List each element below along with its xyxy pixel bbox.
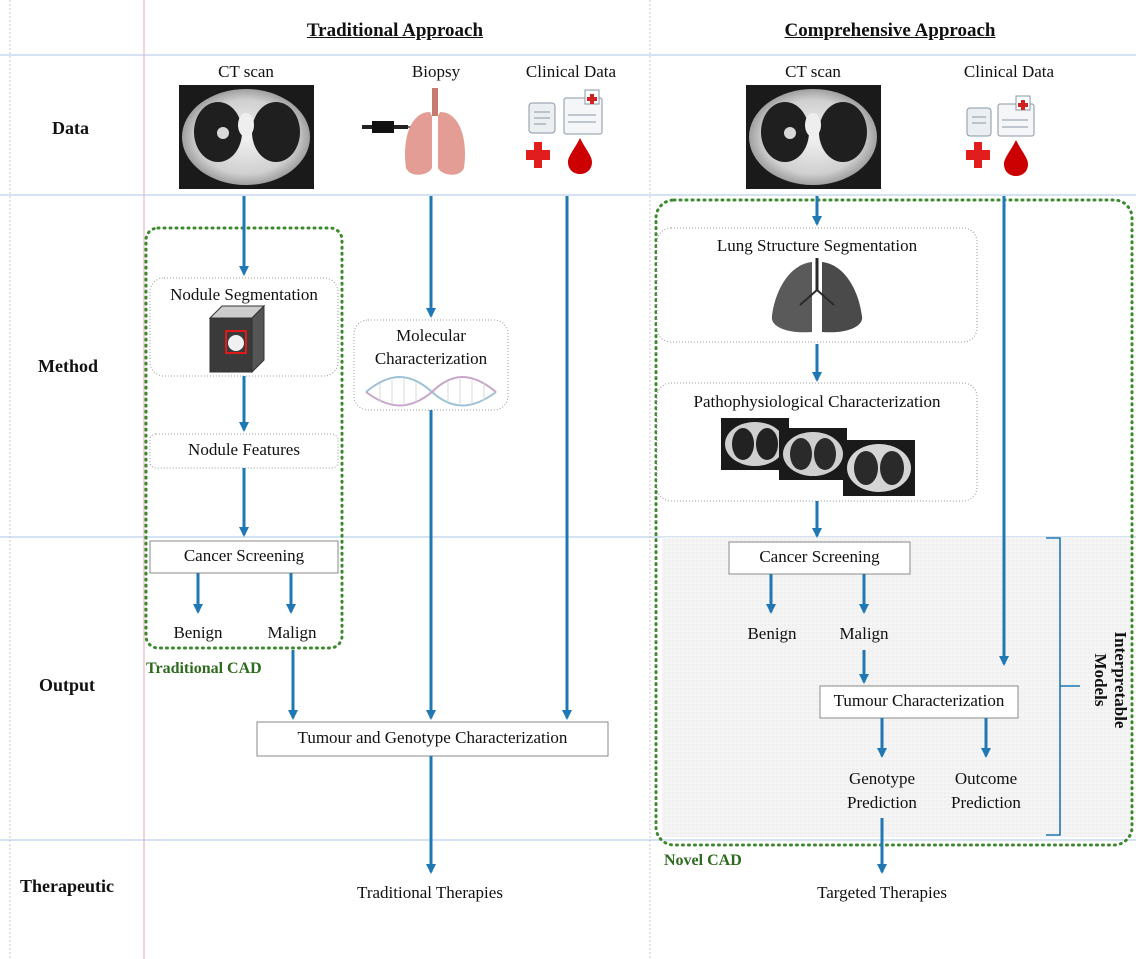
header-traditional-approach: Traditional Approach — [306, 20, 484, 41]
pathophysiological-images — [721, 418, 915, 496]
header-comprehensive-approach: Comprehensive Approach — [784, 20, 996, 41]
genotype-label-line1: Genotype — [848, 769, 916, 788]
interpretable-line1: Interpretable — [1111, 631, 1130, 729]
novel-cad-boundary — [654, 198, 1134, 847]
biopsy-label: Biopsy — [411, 62, 461, 81]
targeted-therapies-label: Targeted Therapies — [817, 883, 947, 902]
biopsy-image — [362, 88, 465, 175]
clinical-data-icons-traditional — [526, 89, 603, 174]
ct-scan-image-traditional — [179, 85, 314, 189]
pathophysiological-label: Pathophysiological Characterization — [693, 392, 941, 411]
lung-structure-image — [771, 258, 863, 333]
ct-scan-label-traditional: CT scan — [218, 62, 274, 81]
nodule-features-box — [149, 433, 339, 469]
cancer-screening-label-traditional: Cancer Screening — [183, 546, 305, 565]
interpretable-line2: Models — [1091, 653, 1110, 707]
ct-scan-image-comprehensive — [746, 85, 881, 189]
genotype-label-line2: Prediction — [847, 793, 917, 812]
benign-label-traditional: Benign — [173, 623, 223, 642]
traditional-cad-label: Traditional CAD — [146, 660, 262, 677]
malign-label-comprehensive: Malign — [839, 624, 889, 643]
tumour-genotype-box — [256, 721, 609, 757]
traditional-therapies-label: Traditional Therapies — [357, 883, 503, 902]
ct-scan-label-comprehensive: CT scan — [785, 62, 841, 81]
clinical-data-label-comprehensive: Clinical Data — [963, 62, 1055, 81]
tumour-characterization-box — [819, 685, 1019, 719]
row-label-therapeutic: Therapeutic — [20, 876, 114, 896]
interpretable-models-label: Interpretable Models — [1090, 610, 1130, 750]
cancer-screening-label-comprehensive: Cancer Screening — [759, 547, 880, 566]
nodule-features-label: Nodule Features — [188, 440, 300, 459]
row-label-method: Method — [38, 356, 98, 376]
lung-segmentation-label: Lung Structure Segmentation — [716, 236, 918, 255]
molecular-label-line1: Molecular — [396, 326, 466, 345]
row-label-data: Data — [52, 118, 89, 138]
row-label-output: Output — [39, 675, 96, 695]
outcome-label-line2: Prediction — [951, 793, 1021, 812]
tumour-genotype-label: Tumour and Genotype Characterization — [297, 728, 568, 747]
clinical-data-label-traditional: Clinical Data — [525, 62, 617, 81]
benign-label-comprehensive: Benign — [747, 624, 797, 643]
outcome-label-line1: Outcome — [954, 769, 1018, 788]
novel-cad-label: Novel CAD — [664, 852, 742, 869]
molecular-label-line2: Characterization — [374, 349, 488, 368]
clinical-data-icons-comprehensive — [966, 95, 1035, 176]
interpretable-bracket — [1046, 537, 1080, 836]
nodule-segmentation-label: Nodule Segmentation — [170, 285, 318, 304]
dna-helix-image — [365, 376, 497, 407]
cancer-screening-box-comprehensive — [728, 541, 911, 575]
tumour-characterization-label: Tumour Characterization — [833, 691, 1005, 710]
cancer-screening-box-traditional — [149, 540, 339, 574]
malign-label-traditional: Malign — [267, 623, 317, 642]
nodule-cube-image — [208, 304, 266, 374]
flow-arrows — [193, 196, 1009, 874]
